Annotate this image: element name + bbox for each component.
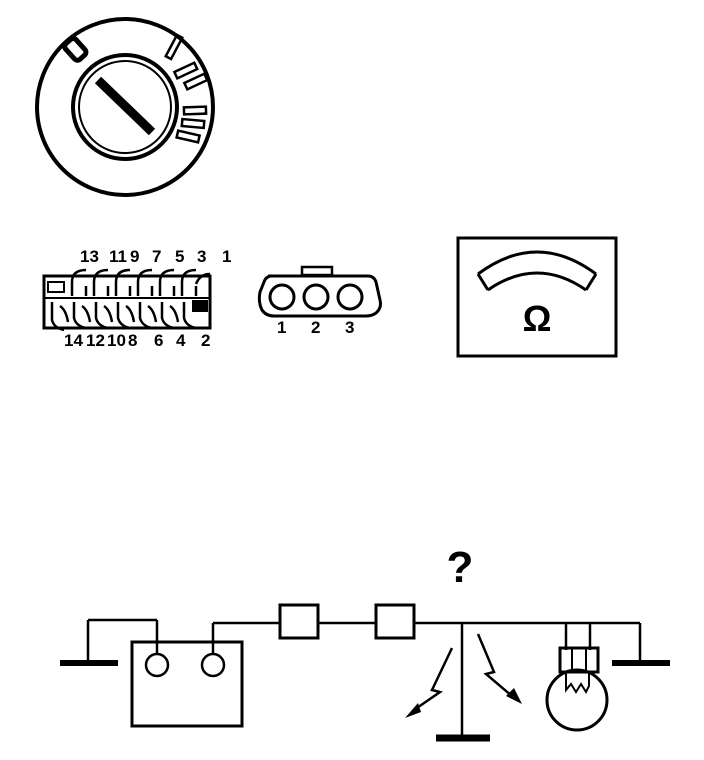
pin-label-6: 6	[154, 331, 163, 350]
pin-label-14: 14	[64, 331, 83, 350]
3-pin-connector-icon: 1 2 3	[257, 265, 382, 337]
bulb-icon	[545, 621, 670, 732]
position-2-marker	[172, 61, 209, 92]
14-pin-connector-icon: 13 11 9 7 5 3 1 14 12 10 8 6 4 2	[42, 247, 231, 350]
ground-symbol-icon	[60, 618, 159, 666]
pin-label-4: 4	[176, 331, 186, 350]
pin-label-13: 13	[80, 247, 99, 266]
pin-label-10: 10	[107, 331, 126, 350]
fault-circuit-icon: ?	[60, 543, 670, 742]
ohmmeter-icon: Ω	[456, 236, 618, 358]
pin-label-1: 1	[222, 247, 231, 266]
ohm-symbol: Ω	[523, 298, 552, 339]
question-mark: ?	[447, 543, 474, 592]
pin-label-7: 7	[152, 247, 161, 266]
short-to-ground-icon	[405, 623, 522, 742]
pin-label-12: 12	[86, 331, 105, 350]
position-1-marker	[164, 33, 184, 61]
pin-label-11: 11	[109, 247, 127, 266]
top-terminals	[70, 268, 211, 296]
pin-label-2: 2	[201, 331, 210, 350]
pin-label-3: 3	[197, 247, 206, 266]
position-3-marker	[175, 105, 208, 144]
position-0-marker: 0	[62, 36, 89, 63]
pin-label-2: 2	[311, 318, 320, 337]
pin-label-3: 3	[345, 318, 354, 337]
ignition-key-switch-icon: 0	[35, 17, 215, 197]
key-slot	[94, 76, 156, 136]
battery-icon	[130, 623, 244, 728]
pin-label-9: 9	[130, 247, 139, 266]
pin-label-1: 1	[277, 318, 286, 337]
fuse-icon	[278, 603, 320, 640]
switch-icon	[374, 603, 416, 640]
pin-label-5: 5	[175, 247, 184, 266]
pin-label-8: 8	[128, 331, 137, 350]
bottom-terminals	[50, 302, 197, 332]
